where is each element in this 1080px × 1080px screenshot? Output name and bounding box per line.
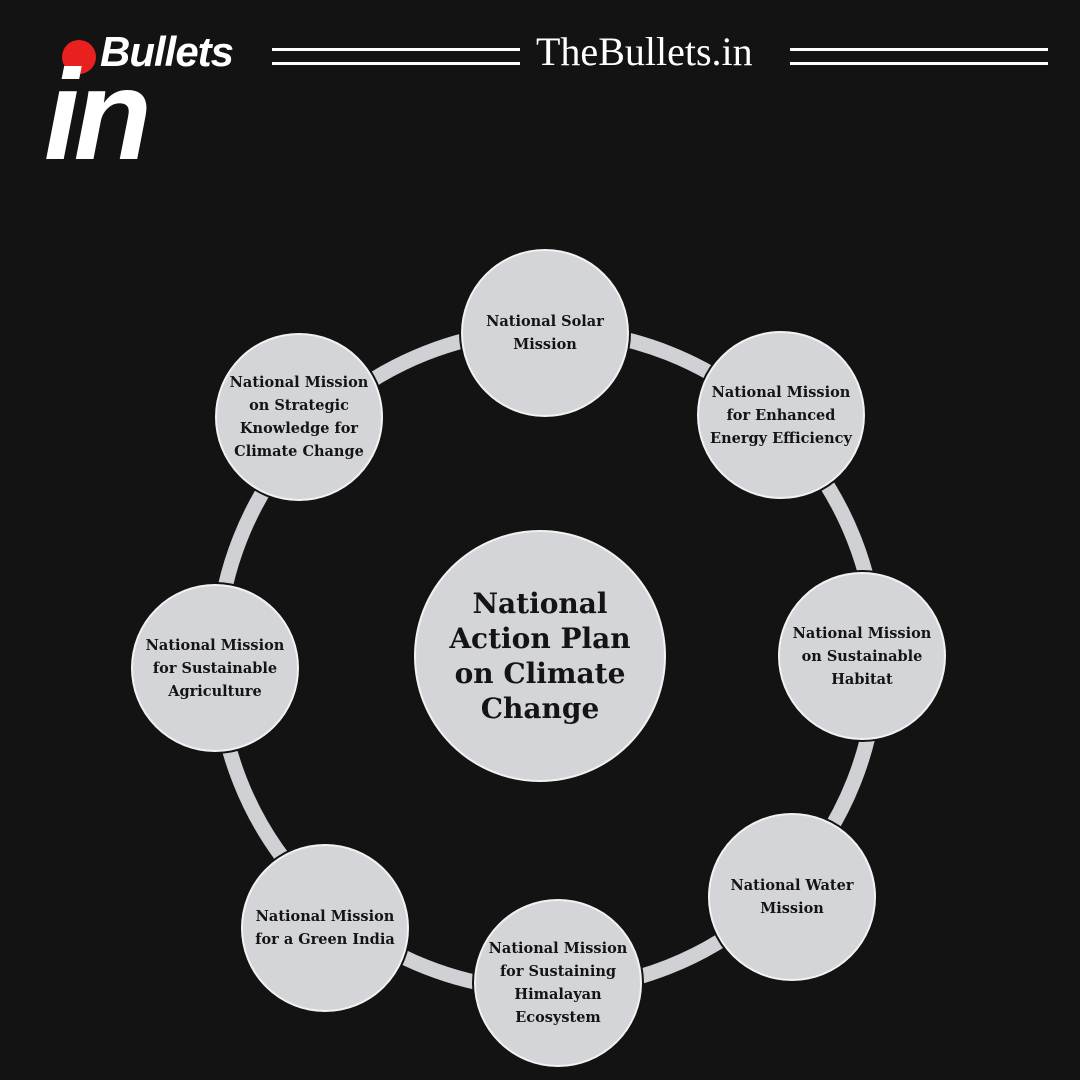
mission-node-green-india: National Mission for a Green India: [241, 844, 409, 1012]
logo-in: in: [44, 44, 152, 187]
mission-node-agriculture: National Mission for Sustainable Agricul…: [131, 584, 299, 752]
mission-label: National Mission for Sustainable Agricul…: [145, 636, 285, 700]
center-label: National Action Plan on Climate Change: [449, 587, 631, 725]
header-rule: [790, 62, 1048, 65]
mission-node-energy-efficiency: National Mission for Enhanced Energy Eff…: [697, 331, 865, 499]
mission-node-solar: National Solar Mission: [461, 249, 629, 417]
mission-label: National Mission for Sustaining Himalaya…: [488, 940, 628, 1026]
logo-red-dot: [62, 40, 96, 74]
header-rule: [272, 62, 520, 65]
mission-label: National Mission on Strategic Knowledge …: [229, 374, 369, 460]
mission-label: National Mission for a Green India: [255, 908, 395, 948]
mission-label: National Mission for Enhanced Energy Eff…: [710, 383, 852, 447]
header-rule: [790, 48, 1048, 51]
center-node: National Action Plan on Climate Change: [414, 530, 666, 782]
mission-node-strategic-knowledge: National Mission on Strategic Knowledge …: [215, 333, 383, 501]
mission-node-water: National Water Mission: [708, 813, 876, 981]
logo-word: Bullets: [100, 28, 234, 75]
header-rule: [272, 48, 520, 51]
mission-label: National Solar Mission: [486, 313, 604, 353]
mission-label: National Mission on Sustainable Habitat: [792, 624, 932, 688]
mission-node-habitat: National Mission on Sustainable Habitat: [778, 572, 946, 740]
mission-label: National Water Mission: [730, 877, 854, 917]
mission-node-himalayan: National Mission for Sustaining Himalaya…: [474, 899, 642, 1067]
site-name: TheBullets.in: [536, 29, 753, 74]
